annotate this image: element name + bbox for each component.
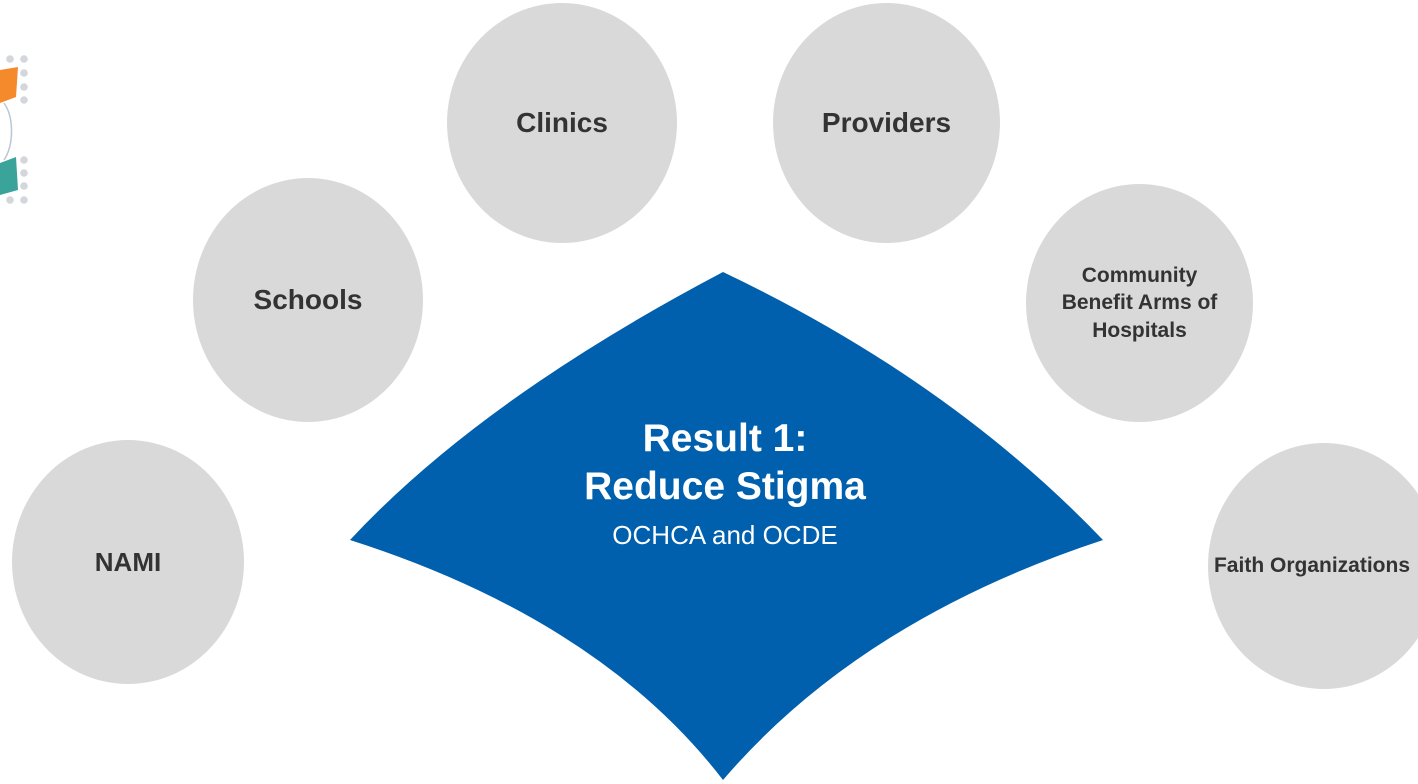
center-result-label: Result 1: Reduce Stigma OCHCA and OCDE: [500, 415, 950, 551]
partner-label: Schools: [253, 284, 363, 315]
result-title: Result 1: Reduce Stigma: [584, 417, 866, 509]
partner-circle-schools: Schools: [193, 178, 423, 422]
partner-circle-providers: Providers: [773, 3, 1000, 243]
partner-label: Providers: [821, 107, 952, 138]
partner-label: Community Benefit Arms of Hospitals: [1061, 264, 1218, 342]
partner-label: NAMI: [94, 546, 162, 577]
partner-circle-community-hospitals: Community Benefit Arms of Hospitals: [1026, 184, 1253, 422]
result-subtitle: OCHCA and OCDE: [612, 519, 838, 550]
partner-circle-clinics: Clinics: [447, 3, 677, 243]
hexagon-dots-logo-icon: [0, 55, 28, 204]
partner-circle-faith-organizations: Faith Organizations: [1208, 443, 1418, 689]
partner-label: Faith Organizations: [1213, 554, 1410, 578]
partner-circle-nami: NAMI: [12, 440, 244, 684]
partner-label: Clinics: [516, 107, 608, 138]
